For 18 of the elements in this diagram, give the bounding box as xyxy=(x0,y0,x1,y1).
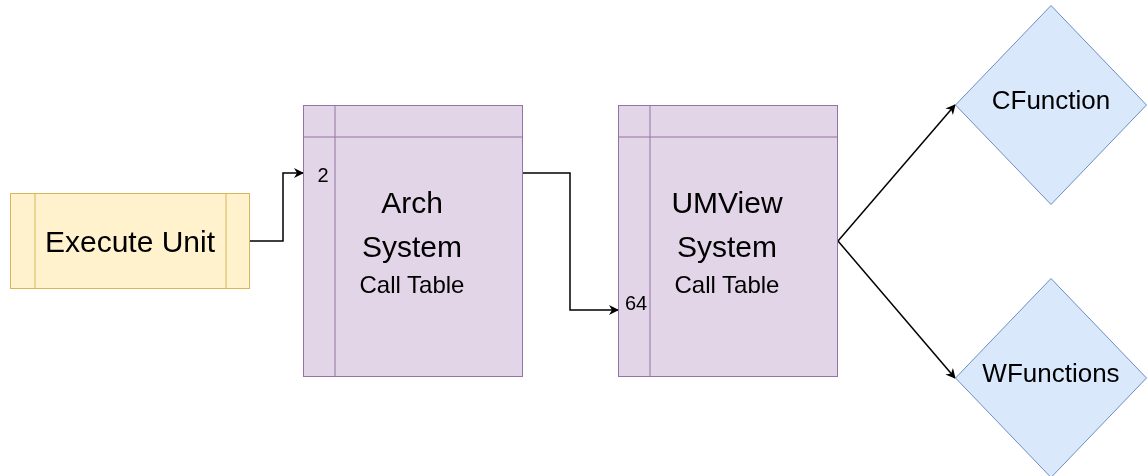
row-number: 64 xyxy=(623,291,649,315)
arrow xyxy=(837,104,956,242)
table-title: Arch System xyxy=(361,185,463,266)
node-label: WFunctions xyxy=(981,358,1121,390)
table-box xyxy=(618,105,838,377)
arrow xyxy=(522,172,619,315)
arrow xyxy=(249,168,304,242)
table-title: UMView System xyxy=(670,185,784,266)
table-subtitle: Call Table xyxy=(673,270,781,300)
arrow xyxy=(837,240,956,379)
decision-diamond xyxy=(955,278,1147,476)
table-subtitle: Call Table xyxy=(358,270,466,300)
table-box xyxy=(303,105,523,377)
node-label: CFunction xyxy=(990,85,1112,117)
process-box xyxy=(10,193,250,289)
node-label: Execute Unit xyxy=(43,223,217,260)
row-number: 2 xyxy=(316,163,330,187)
decision-diamond xyxy=(955,5,1147,205)
